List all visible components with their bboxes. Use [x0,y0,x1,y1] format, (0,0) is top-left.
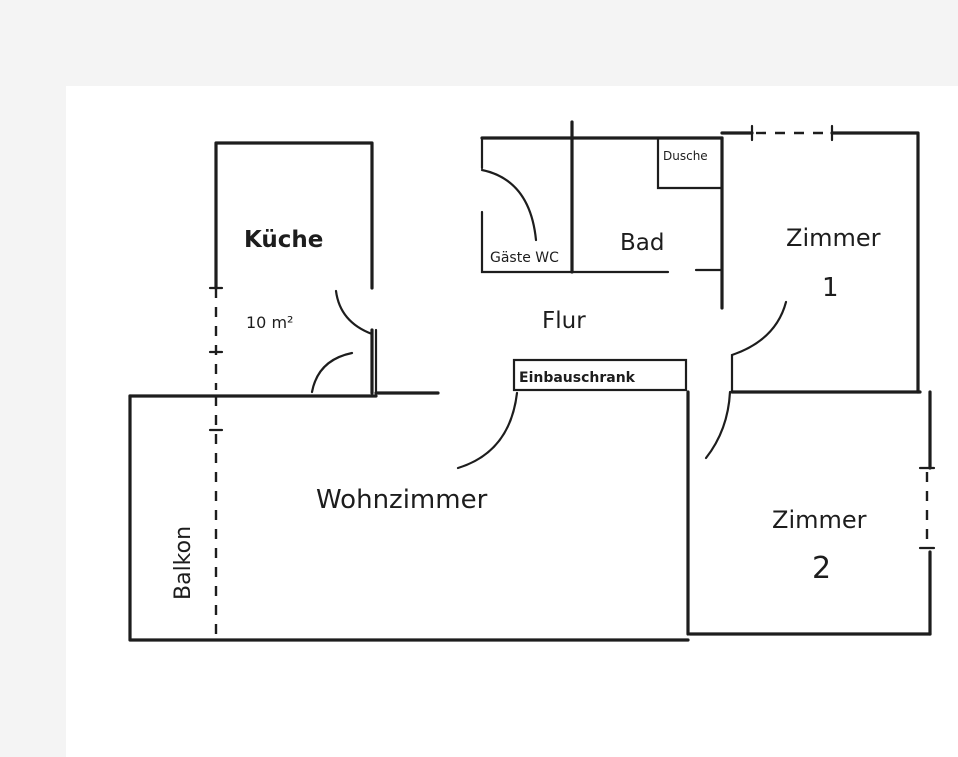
built-in-wardrobe [512,358,688,392]
room2-number: 2 [812,551,831,586]
balcony-label: Balkon [171,526,196,600]
living-room-label: Wohnzimmer [316,485,488,515]
room1-walls [720,124,922,394]
kitchen-area-label: 10 m² [246,313,293,332]
bathroom-label: Bad [620,230,664,256]
bathroom-walls [480,120,724,310]
kitchen-label: Küche [244,227,323,253]
kitchen-walls [208,141,378,395]
room2-label: Zimmer [772,506,867,534]
room1-number: 1 [822,273,839,303]
guest-wc-door-arc [480,168,538,242]
room1-door-arc [730,300,788,394]
room2-door-arc [704,390,732,460]
guest-wc-label: Gäste WC [490,250,559,266]
kitchen-door-arc-lower [310,351,354,394]
paper-sheet [66,86,958,757]
room2-walls [688,390,936,636]
living-room-door-arc [456,391,519,470]
hallway-label: Flur [542,308,586,334]
built-in-wardrobe-label: Einbauschrank [519,370,636,386]
shower-label: Dusche [663,149,708,163]
room1-label: Zimmer [786,224,881,252]
kitchen-door-arc-upper [334,289,374,336]
living-room-walls [128,390,690,642]
